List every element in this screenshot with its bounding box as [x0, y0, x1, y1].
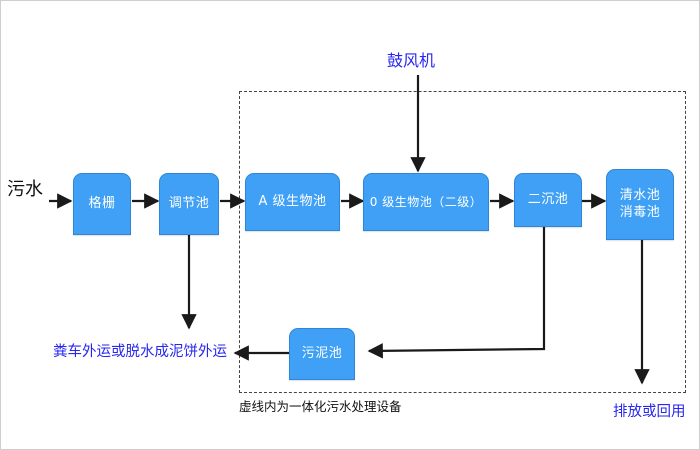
integrated-equipment-enclosure — [239, 91, 686, 393]
node-sludge-tank[interactable]: 污泥池 — [289, 328, 355, 380]
node-a-level-bio-tank[interactable]: A 级生物池 — [245, 173, 340, 231]
inlet-label: 污水 — [7, 179, 43, 200]
node-o-level-bio-tank-label: 0 级生物池（二级） — [369, 194, 483, 209]
discharge-label: 排放或回用 — [613, 404, 686, 420]
node-disinfection-tank-label: 消毒池 — [619, 204, 661, 220]
enclosure-caption: 虚线内为一体化污水处理设备 — [239, 399, 402, 414]
node-regulating-tank[interactable]: 调节池 — [159, 173, 219, 235]
sludge-outlet-label: 粪车外运或脱水成泥饼外运 — [53, 344, 227, 360]
node-grille-label: 格栅 — [88, 195, 116, 211]
node-clearwater-tank-label: 清水池 — [619, 188, 661, 204]
node-secondary-clarifier[interactable]: 二沉池 — [514, 173, 582, 227]
node-regulating-tank-label: 调节池 — [168, 195, 210, 211]
node-grille[interactable]: 格栅 — [73, 173, 131, 235]
node-a-level-bio-tank-label: A 级生物池 — [258, 193, 327, 209]
node-clearwater-disinfection-tank[interactable]: 清水池 消毒池 — [606, 169, 674, 240]
node-secondary-clarifier-label: 二沉池 — [527, 191, 569, 207]
node-sludge-tank-label: 污泥池 — [301, 345, 343, 361]
node-o-level-bio-tank[interactable]: 0 级生物池（二级） — [363, 173, 489, 231]
blower-label: 鼓风机 — [387, 51, 436, 70]
